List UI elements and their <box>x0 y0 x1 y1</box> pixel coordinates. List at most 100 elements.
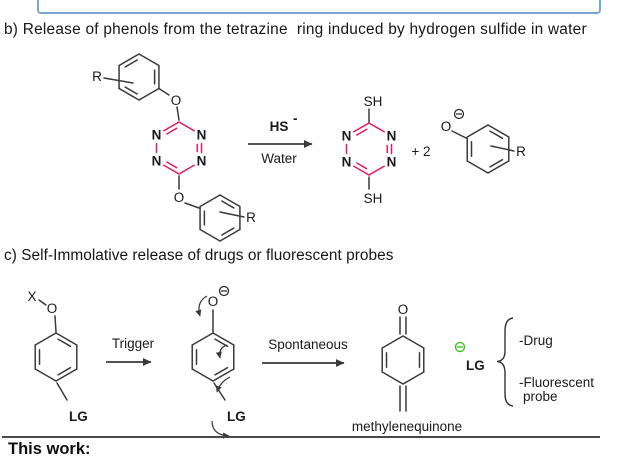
bond-line <box>138 87 160 101</box>
bond-line <box>490 145 515 152</box>
bond-line <box>212 368 235 382</box>
spontaneous-arrow: Spontaneous <box>262 337 348 367</box>
hs-anion-label: HS <box>270 119 289 134</box>
phenolate-intermediate-ring <box>191 332 235 382</box>
bond-line <box>55 332 78 346</box>
bond-line <box>353 165 370 176</box>
double-bond-inner-line <box>221 200 235 209</box>
self-immolative-precursor: X O LG <box>27 289 87 424</box>
bond-line <box>402 335 425 349</box>
double-bond-inner-line <box>221 227 235 236</box>
top-callout-box <box>37 0 601 14</box>
thiol-label: SH <box>364 191 383 206</box>
spontaneous-label: Spontaneous <box>268 337 348 352</box>
water-label: Water <box>261 151 297 166</box>
double-bond-inner-line <box>124 86 138 95</box>
nitrogen-atom-label: N <box>152 154 162 169</box>
plus-two-label: + 2 <box>411 144 430 159</box>
nitrogen-atom-label: N <box>152 128 162 143</box>
bond-line <box>34 368 57 382</box>
released-leaving-group: LG -Drug -Fluorescent probe <box>454 317 594 407</box>
phenyl-ring-precursor <box>34 332 78 382</box>
trigger-arrow: Trigger <box>106 336 155 366</box>
bond-line <box>368 122 385 133</box>
bond-line <box>158 87 170 96</box>
oxygen-atom-label: O <box>47 301 58 316</box>
drug-option-label: -Drug <box>519 333 553 348</box>
bond-line <box>178 164 195 175</box>
r-group-label: R <box>516 144 526 159</box>
quinone-ring <box>381 335 425 385</box>
oxygen-atom-label: O <box>441 119 452 134</box>
bond-line <box>163 121 180 132</box>
r-group-label: R <box>92 69 102 84</box>
double-bond-inner-line <box>489 130 504 140</box>
oxygen-atom-label: O <box>398 302 409 317</box>
oxygen-atom-label: O <box>208 294 219 309</box>
electron-arrow <box>215 344 228 359</box>
bond-line <box>381 335 404 349</box>
phenolate-ring <box>466 124 510 174</box>
nitrogen-atom-label: N <box>387 155 397 170</box>
bond-line <box>199 228 221 242</box>
bond-line <box>103 77 134 84</box>
bond-line <box>219 211 245 218</box>
bond-line <box>191 368 214 382</box>
electron-arrow <box>195 295 208 317</box>
bond-line <box>178 121 195 132</box>
nitrogen-atom-label: N <box>197 128 207 143</box>
bond-line <box>199 194 221 208</box>
x-trigger-group-label: X <box>27 289 36 304</box>
nitrogen-atom-label: N <box>387 129 397 144</box>
methylenequinone-product: O methylenequinone <box>352 302 462 434</box>
bond-line <box>34 332 57 346</box>
leaving-group-label: LG <box>227 409 246 424</box>
probe-option-label: probe <box>523 389 558 404</box>
phenyl-ring-top <box>118 53 160 101</box>
phenolate-intermediate: O LG <box>191 285 246 439</box>
nitrogen-atom-label: N <box>197 154 207 169</box>
bond-line <box>353 122 370 133</box>
thiol-label: SH <box>364 94 383 109</box>
double-bond-inner-line <box>356 128 368 136</box>
nitrogen-atom-label: N <box>342 155 352 170</box>
bond-line <box>118 87 140 101</box>
bond-line <box>55 368 78 382</box>
double-bond-inner-line <box>57 338 72 348</box>
bond-line <box>56 382 68 401</box>
r-group-label: R <box>246 210 256 225</box>
bond-line <box>118 53 140 67</box>
electron-arrow <box>211 420 230 439</box>
curly-brace <box>496 317 514 407</box>
electron-arrow <box>215 376 231 393</box>
double-bond-inner-line <box>57 366 72 376</box>
bond-line <box>381 371 404 385</box>
negative-charge-icon <box>218 285 230 297</box>
phenyl-ring-bottom <box>199 194 241 242</box>
bond-line <box>54 315 57 333</box>
bond-line <box>487 160 510 174</box>
oxygen-atom-label: O <box>171 93 182 108</box>
methylenequinone-label: methylenequinone <box>352 419 462 434</box>
bond-line <box>368 165 385 176</box>
double-bond-inner-line <box>124 59 138 68</box>
fluorescent-option-label: -Fluorescent <box>519 375 594 390</box>
this-work-label: This work: <box>8 440 91 458</box>
double-bond-inner-line <box>166 161 178 169</box>
negative-charge-icon <box>454 341 466 353</box>
bond-line <box>138 53 160 67</box>
bond-line <box>38 299 47 306</box>
bond-line <box>451 130 467 139</box>
bond-line <box>219 228 241 242</box>
bond-line <box>219 194 241 208</box>
bond-line <box>212 332 235 346</box>
negative-charge-icon <box>453 108 465 120</box>
double-bond-inner-line <box>489 158 504 168</box>
reaction-arrow-b: HS - Water <box>248 111 313 166</box>
bond-line <box>466 160 489 174</box>
leaving-group-label: LG <box>466 358 485 373</box>
